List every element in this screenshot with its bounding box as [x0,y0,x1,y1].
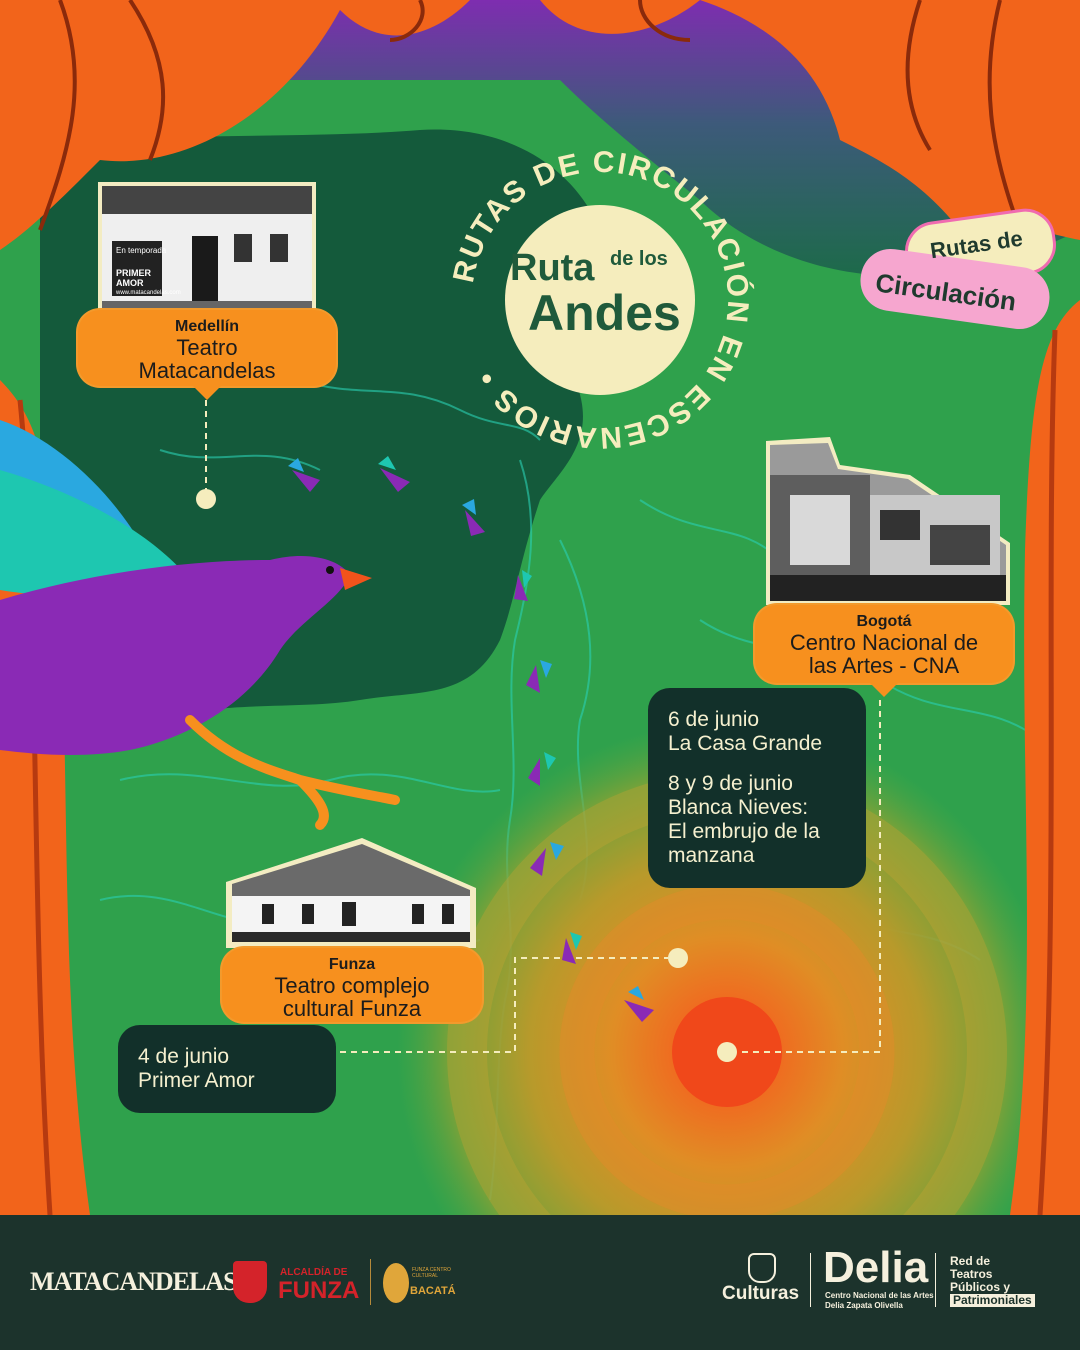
event-item[interactable]: 8 y 9 de junio Blanca Nieves: El embrujo… [668,772,820,868]
alcaldia-small: ALCALDÍA DE [280,1267,348,1278]
venue-photo-medellin: En temporada PRIMER AMOR www.matacandela… [98,182,316,315]
red-line: Públicos y [950,1280,1011,1294]
venue-tag-bogota[interactable]: Bogotá Centro Nacional de las Artes - CN… [755,605,1013,697]
building-photo-icon [102,186,312,311]
bacata-small: FUNZA CENTRO CULTURAL [412,1267,451,1279]
delia-sub2: Delia Zapata Olivella [825,1301,903,1310]
event-date: 6 de junio [668,708,760,731]
badge-title-small: Ruta [510,247,595,289]
badge-title-big: Andes [528,285,681,341]
bird-icon [0,420,400,830]
venue-name-line1: Teatro complejo [274,973,430,998]
event-item[interactable]: 4 de junio Primer Amor [138,1045,255,1093]
venue-tag-funza[interactable]: Funza Teatro complejo cultural Funza [222,948,482,1022]
bacata-big[interactable]: BACATÁ [410,1285,456,1297]
matacandelas-logo[interactable]: MATACANDELAS [30,1267,238,1296]
red-line: Patrimoniales [950,1294,1035,1307]
culturas-logo[interactable]: Culturas [722,1283,800,1304]
venue-name-line2: Matacandelas [138,358,276,383]
bacata-sun-icon [383,1263,409,1303]
funza-shield-icon [233,1261,267,1303]
red-line: Teatros [950,1267,993,1281]
delia-sub1: Centro Nacional de las Artes [825,1291,934,1300]
event-title: Blanca Nieves: [668,796,809,819]
tag-pointer [193,386,221,400]
venue-photo-bogota [760,435,1015,605]
route-badge: RUTAS DE CIRCULACIÓN EN ESCENARIOS • Rut… [447,146,753,455]
footer-divider [810,1253,811,1307]
venue-name-line1: Centro Nacional de [789,630,979,655]
tag-pointer [870,683,898,697]
footer: MATACANDELAS ALCALDÍA DE FUNZA FUNZA CEN… [0,1215,1080,1350]
venue-city: Medellín [174,318,239,335]
route-dot-bogota [717,1042,737,1062]
photo-url: www.matacandelas.com [116,290,181,296]
venue-tag-medellin[interactable]: Medellín Teatro Matacandelas [78,310,336,400]
badge-title-mid: de los [610,248,668,270]
venue-city: Funza [328,956,376,973]
red-line: Red de [950,1254,991,1268]
venue-name-line2: cultural Funza [282,996,422,1021]
event-date: 4 de junio [138,1045,230,1068]
photo-sign-2: PRIMER AMOR [116,268,152,288]
events-funza: 4 de junio Primer Amor [118,1025,336,1113]
event-date: 8 y 9 de junio [668,772,793,795]
event-title: Primer Amor [138,1069,255,1092]
building-photo-icon [226,838,476,948]
venue-city: Bogotá [856,613,912,630]
photo-sign-1: En temporada [116,246,167,255]
venue-photo-funza [222,838,480,948]
venue-name-line2: las Artes - CNA [808,653,960,678]
footer-divider [935,1253,936,1307]
alcaldia-big[interactable]: FUNZA [278,1277,360,1304]
event-item[interactable]: 6 de junio La Casa Grande [668,708,822,756]
event-title: manzana [668,844,755,867]
events-bogota: 6 de junio La Casa Grande 8 y 9 de junio… [648,688,866,888]
delia-logo[interactable]: Delia [823,1243,929,1292]
event-title: El embrujo de la [668,820,820,843]
route-dot-medellin [196,489,216,509]
event-title: La Casa Grande [668,732,823,755]
route-dot-funza [668,948,688,968]
colombia-crest-icon [748,1253,776,1283]
venue-name-line1: Teatro [176,335,238,360]
footer-divider [370,1259,371,1305]
building-photo-icon [766,437,1010,605]
red-teatros-logo[interactable]: Red de Teatros Públicos y Patrimoniales [950,1255,1035,1307]
